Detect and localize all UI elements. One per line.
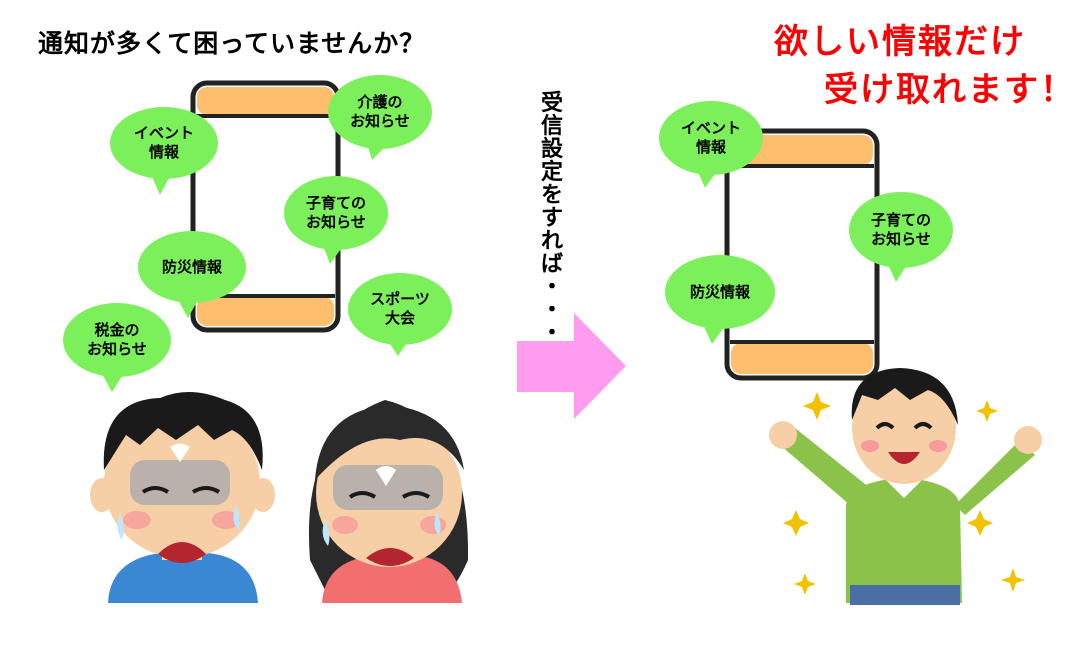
bubble-sports-shape bbox=[348, 273, 452, 356]
right-arrow bbox=[517, 313, 626, 419]
vertical-caption: 受 信 設 定 を す れ ば ・ ・ ・ bbox=[540, 91, 563, 346]
bubble-disaster-right-shape bbox=[665, 255, 775, 344]
bubble-childcare-right-shape bbox=[849, 192, 953, 282]
happy-man bbox=[769, 368, 1042, 605]
bubble-childcare-right-label: 子育ての お知らせ bbox=[870, 211, 931, 248]
bubble-childcare-shape bbox=[284, 176, 388, 264]
sparkles bbox=[783, 392, 1025, 595]
bubble-disaster-right-label: 防災情報 bbox=[689, 282, 750, 301]
bubble-care-label: 介護の お知らせ bbox=[350, 93, 410, 130]
worry-heading: 通知が多くて困っていませんか？ bbox=[38, 29, 426, 58]
bubble-sports-label: スポーツ 大会 bbox=[370, 290, 430, 327]
worried-woman bbox=[308, 400, 469, 603]
bubble-disaster-label: 防災情報 bbox=[161, 257, 222, 276]
phone-right bbox=[724, 128, 880, 381]
bubble-event-shape bbox=[110, 107, 218, 195]
bubble-tax-label: 税金の お知らせ bbox=[87, 321, 147, 358]
bubble-childcare-label: 子育ての お知らせ bbox=[305, 194, 366, 231]
worried-man bbox=[90, 391, 275, 603]
headline-line-1: 欲しい情報だけ bbox=[774, 22, 1026, 62]
bubble-disaster-shape bbox=[138, 231, 246, 318]
bubble-tax-shape bbox=[63, 303, 171, 392]
headline-line-2: 受け取れます！ bbox=[824, 70, 1076, 110]
bubble-event-right-shape bbox=[659, 101, 763, 188]
bubble-event-right-label: イベント 情報 bbox=[680, 119, 741, 156]
bubble-event-label: イベント 情報 bbox=[133, 124, 194, 161]
bubble-care-shape bbox=[328, 75, 432, 160]
